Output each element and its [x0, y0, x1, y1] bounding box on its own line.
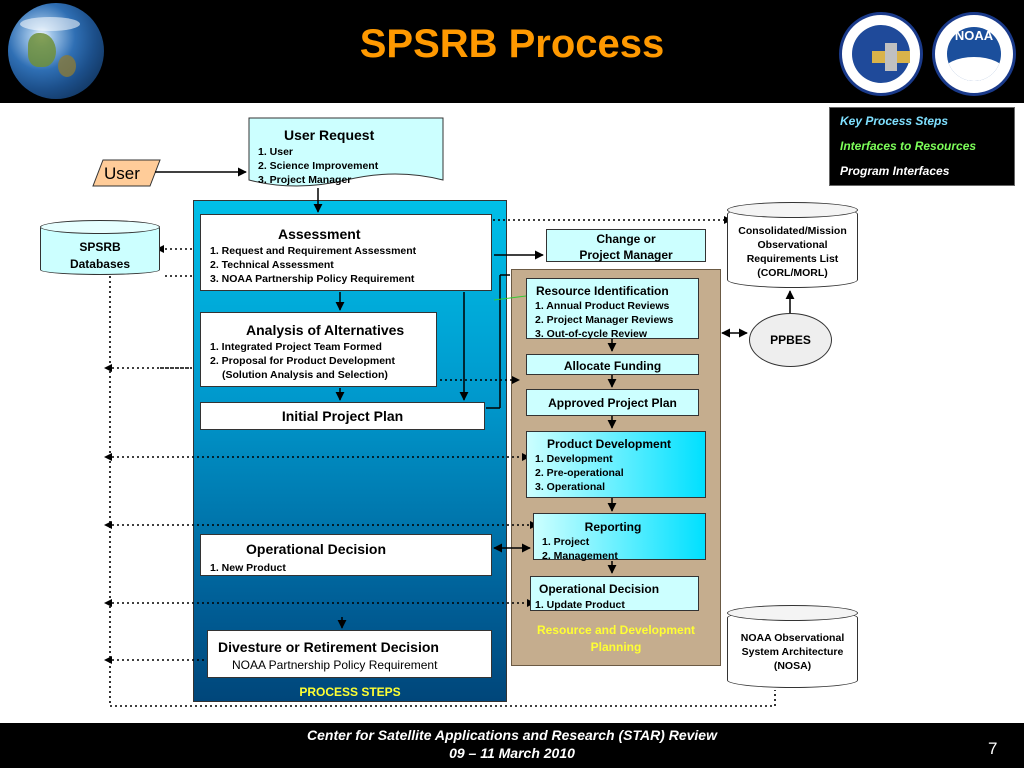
ppbes-label: PPBES [770, 333, 811, 347]
resource-label-line2: Planning [590, 640, 642, 654]
legend-box [829, 107, 1015, 186]
product-dev-item: 2. Pre-operational [535, 467, 624, 479]
spsrb-db-line2: Databases [69, 257, 131, 271]
resource-id-item: 1. Annual Product Reviews [535, 300, 670, 312]
user-request-title: User Request [284, 127, 375, 143]
legend-program-interfaces: Program Interfaces [840, 164, 950, 178]
approved-project-plan-title: Approved Project Plan [548, 396, 677, 410]
initial-project-plan-box [200, 402, 485, 430]
nosa-line: System Architecture [741, 646, 844, 658]
assessment-item: 3. NOAA Partnership Policy Requirement [210, 273, 415, 285]
user-shape [92, 159, 161, 187]
footer-bar [0, 723, 1024, 768]
nosa-cylinder [727, 610, 858, 688]
footer-line1: Center for Satellite Applications and Re… [307, 727, 717, 743]
ppbes-ellipse [749, 313, 832, 367]
reporting-title: Reporting [584, 520, 642, 534]
spsrb-db-line1: SPSRB [79, 240, 121, 254]
assessment-item: 2. Technical Assessment [210, 259, 334, 271]
assessment-item: 1. Request and Requirement Assessment [210, 245, 417, 257]
noaa-nesdis-star-seal [839, 12, 923, 96]
product-development-box [526, 431, 706, 498]
resource-development-label: Resource and Development Planning [511, 622, 721, 656]
noaa-seal: NOAA [932, 12, 1016, 96]
operational-decision-box [200, 534, 492, 576]
assessment-title: Assessment [278, 226, 361, 242]
product-dev-item: 3. Operational [535, 481, 606, 493]
page-number: 7 [988, 739, 998, 758]
footer-line2: 09 – 11 March 2010 [449, 745, 575, 761]
reporting-item: 2. Management [542, 550, 618, 562]
divesture-title: Divesture or Retirement Decision [218, 639, 439, 655]
approved-project-plan-box [526, 389, 699, 416]
op-decision-title: Operational Decision [246, 541, 387, 557]
corl-line: Observational [757, 239, 828, 251]
user-request-item: 2. Science Improvement [258, 160, 379, 172]
aoa-item: 2. Proposal for Product Development [210, 355, 395, 367]
corl-morl-cylinder [727, 206, 858, 288]
assessment-box [200, 214, 492, 291]
nosa-line: NOAA Observational [740, 632, 845, 644]
initial-project-plan-title: Initial Project Plan [281, 408, 404, 424]
op-decision-item: 1. New Product [210, 562, 286, 574]
resource-op-decision-box [530, 576, 699, 611]
resource-id-item: 2. Project Manager Reviews [535, 314, 674, 326]
analysis-of-alternatives-box [200, 312, 437, 387]
resource-id-item: 3. Out-of-cycle Review [535, 328, 648, 340]
change-line1: Change or [596, 232, 656, 246]
resource-op-decision-item: 1. Update Product [535, 599, 625, 611]
user-request-item: 3. Project Manager [258, 174, 352, 186]
product-dev-title: Product Development [547, 437, 672, 451]
noaa-logo-text: NOAA [954, 28, 994, 43]
aoa-item: (Solution Analysis and Selection) [222, 369, 388, 381]
user-label: User [104, 164, 140, 183]
legend-key-process-steps: Key Process Steps [840, 114, 949, 128]
aoa-item: 1. Integrated Project Team Formed [210, 341, 382, 353]
resource-identification-box [526, 278, 699, 339]
change-pm-box [546, 229, 706, 262]
corl-line: Consolidated/Mission [738, 225, 847, 237]
resource-label-line1: Resource and Development [536, 623, 696, 637]
process-steps-label: PROCESS STEPS [299, 685, 401, 699]
reporting-item: 1. Project [542, 536, 590, 548]
user-request-shape [248, 117, 444, 187]
allocate-funding-title: Allocate Funding [563, 359, 662, 373]
reporting-box [533, 513, 706, 560]
earth-image [8, 3, 104, 99]
user-request-item: 1. User [258, 146, 294, 158]
divesture-retirement-box [207, 630, 492, 678]
aoa-title: Analysis of Alternatives [246, 322, 405, 338]
allocate-funding-box [526, 354, 699, 375]
resource-id-title: Resource Identification [536, 284, 669, 298]
slide-title: SPSRB Process [359, 22, 665, 66]
corl-line: (CORL/MORL) [757, 267, 828, 279]
change-line2: Project Manager [579, 248, 673, 262]
product-dev-item: 1. Development [535, 453, 613, 465]
corl-line: Requirements List [746, 253, 839, 265]
divesture-subtitle: NOAA Partnership Policy Requirement [232, 658, 438, 672]
resource-op-decision-title: Operational Decision [539, 582, 660, 596]
legend-interfaces-to-resources: Interfaces to Resources [840, 139, 977, 153]
nosa-line: (NOSA) [773, 660, 812, 672]
